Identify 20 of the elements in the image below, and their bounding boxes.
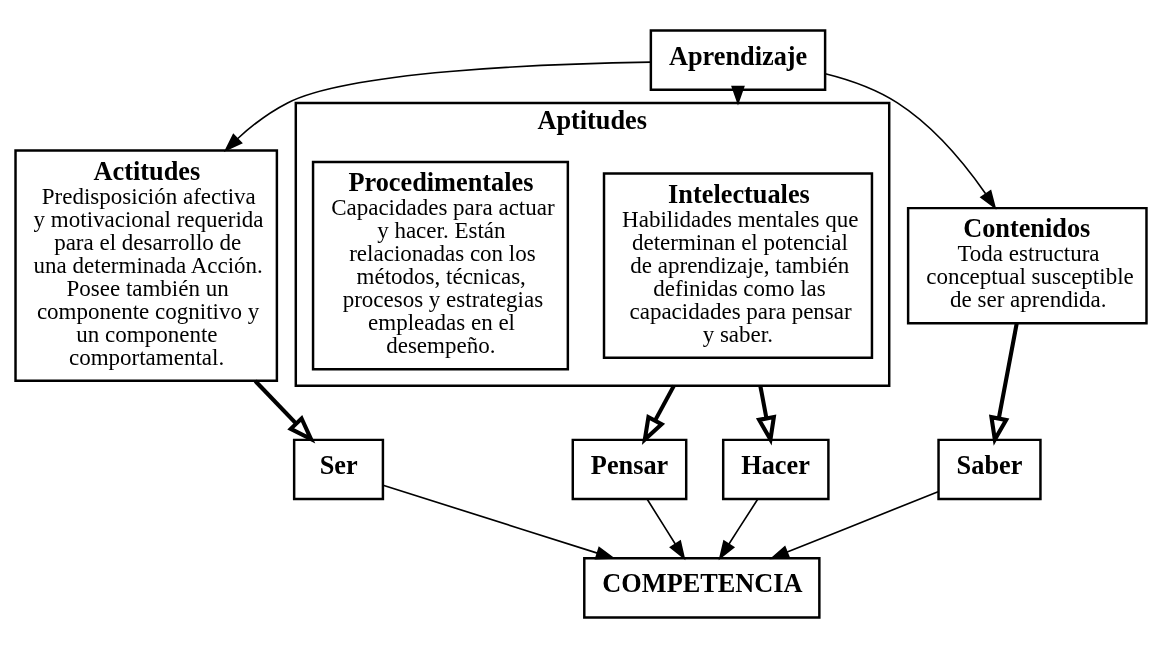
arrow [755,385,777,446]
node-box: Actitudes Predisposición afectiva y motivacional requerida para el desarrollo de una determinada Acción. Posee también un componente cognitivo y un componente comportamental. [14,149,279,382]
arrow [646,498,686,561]
arrow [223,61,652,153]
arrow [769,490,939,560]
node-box: Procedimentales Capacidades para actuar y hacer. Están relacionadas con los métodos, técnicas, procesos y estrategias empleadas en el desempeño. [311,160,570,371]
node-box: Hacer [721,438,830,501]
arrow [382,484,616,560]
node-box: COMPETENCIA [583,557,821,619]
node-box: Ser [292,438,385,501]
arrow [824,72,997,210]
node-box: Intelectuales Habilidades mentales que determinan el potencial de aprendizaje, también definidas como las capacidades para pensar y saber. [602,172,874,359]
arrow [988,323,1019,446]
arrow [641,384,676,445]
node-box: Saber [937,438,1042,501]
arrow [253,379,316,444]
arrow [731,85,745,106]
node-box: Contenidos Toda estructura conceptual susceptible de ser aprendida. [906,206,1148,325]
node-box: Pensar [571,438,688,501]
arrow [718,498,759,561]
